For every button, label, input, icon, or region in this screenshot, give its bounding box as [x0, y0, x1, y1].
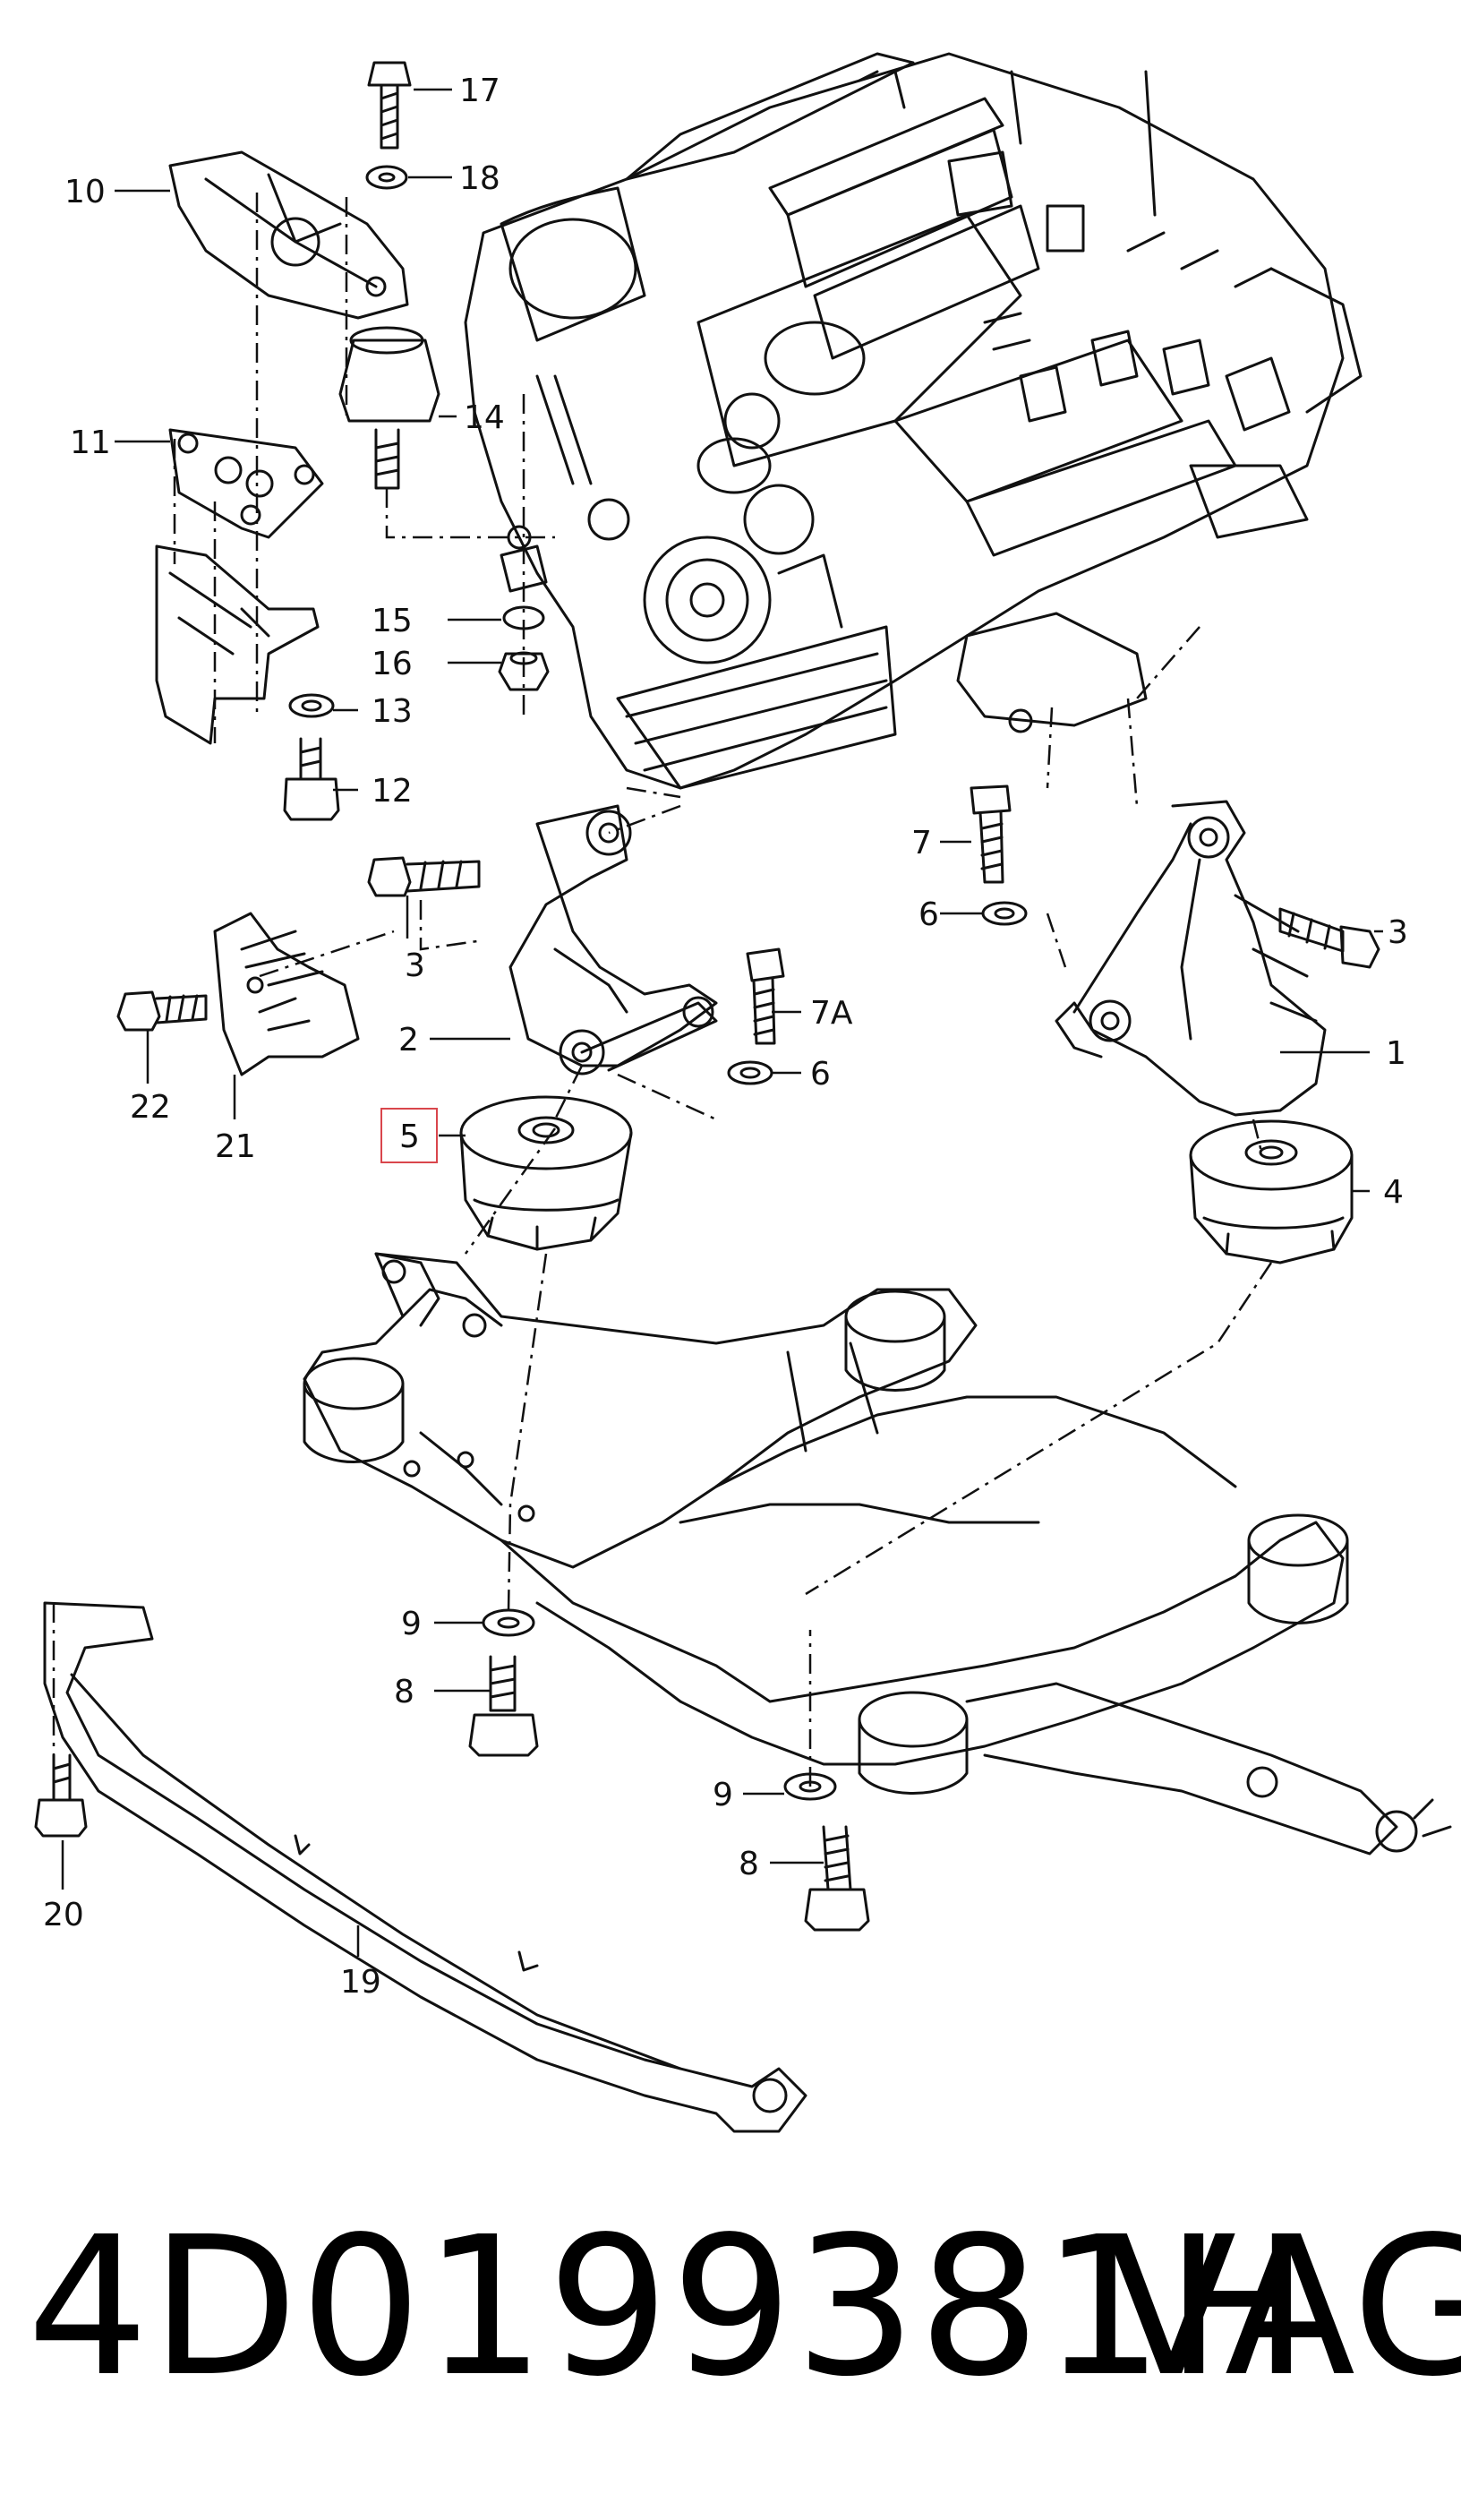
callout-8-right: 8 [739, 1846, 759, 1882]
phantom-lines [52, 193, 1273, 1787]
callout-10: 10 [64, 174, 106, 210]
callout-8-left: 8 [394, 1674, 414, 1710]
bolt-8-right [783, 1772, 870, 1932]
callout-3-right: 3 [1388, 914, 1408, 951]
highlight-box-part-5 [380, 1108, 438, 1163]
bolt-7A [727, 947, 785, 1085]
callout-9-left: 9 [401, 1606, 422, 1642]
callout-6-left: 6 [810, 1056, 831, 1093]
callout-7: 7 [911, 825, 932, 861]
engine-mount-4 [1189, 1119, 1354, 1264]
callout-1: 1 [1386, 1035, 1406, 1072]
callout-21: 21 [215, 1128, 256, 1165]
plate-21 [213, 912, 360, 1076]
callout-16: 16 [372, 646, 413, 682]
part-number: 4D0199381H [27, 2196, 1311, 2419]
bolt-20 [34, 1753, 88, 1838]
callout-15: 15 [372, 603, 413, 639]
callout-19: 19 [340, 1964, 381, 2001]
bolt-3-right [1278, 907, 1380, 969]
callout-13: 13 [372, 693, 413, 730]
front-subframe [303, 1252, 1452, 1856]
callout-7A: 7A [810, 995, 853, 1032]
callout-4: 4 [1383, 1174, 1404, 1211]
callout-2: 2 [398, 1022, 419, 1059]
callout-3-left: 3 [405, 947, 425, 984]
leader-lines [61, 88, 1383, 1957]
callout-12: 12 [372, 773, 413, 810]
brand-label: VAG [1106, 2196, 1461, 2419]
engine-bracket-2 [508, 804, 718, 1076]
bolt-22 [116, 990, 208, 1032]
callout-6-right: 6 [918, 896, 939, 933]
callout-5: 5 [399, 1119, 420, 1155]
callout-9-right: 9 [713, 1777, 733, 1813]
engine-drawing [464, 52, 1363, 790]
callout-14: 14 [464, 399, 505, 436]
crossbar-19 [43, 1601, 807, 2133]
bracket-assembly-top-left [155, 61, 550, 821]
bolt-8-left [468, 1608, 539, 1757]
callouts: 17 18 10 14 11 15 16 13 12 7 6 3 3 1 2 7… [43, 73, 1408, 2001]
engine-bracket-1 [956, 612, 1327, 1117]
engine-mount-5 [459, 1095, 633, 1251]
bolt-3-left [367, 856, 481, 897]
bolt-7 [970, 784, 1028, 926]
callout-22: 22 [130, 1089, 171, 1126]
callout-18: 18 [459, 160, 500, 197]
callout-17: 17 [459, 73, 500, 109]
callout-20: 20 [43, 1897, 84, 1933]
callout-11: 11 [70, 424, 111, 461]
